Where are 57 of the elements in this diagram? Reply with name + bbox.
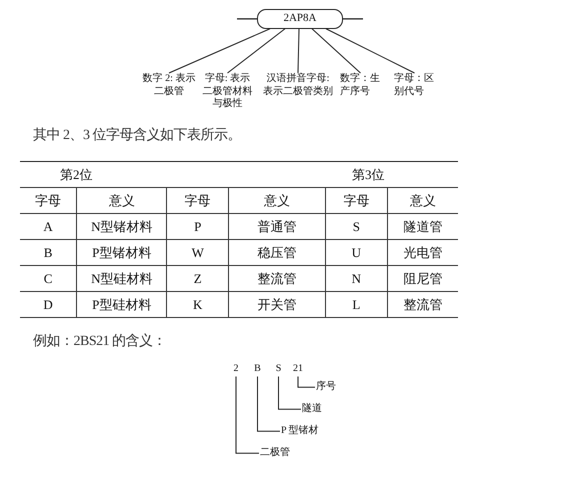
table-cell: 隧道管 bbox=[387, 214, 458, 240]
table-cell: N型锗材料 bbox=[76, 214, 167, 240]
table-cell: L bbox=[326, 292, 388, 318]
table-cell: U bbox=[326, 240, 388, 266]
annotation-text: 2 bbox=[232, 363, 240, 376]
leader-line bbox=[236, 376, 260, 454]
table-cell: 光电管 bbox=[387, 240, 458, 266]
table-cell: P型硅材料 bbox=[76, 292, 167, 318]
leader-line bbox=[257, 376, 280, 432]
table-header-cell: 意义 bbox=[387, 188, 458, 214]
table-header-cell: 字母 bbox=[20, 188, 77, 214]
leader-line bbox=[227, 28, 286, 74]
table-cell: D bbox=[20, 292, 77, 318]
leader-line bbox=[168, 28, 270, 74]
table-cell: 普通管 bbox=[228, 214, 326, 240]
table-cell: S bbox=[326, 214, 388, 240]
leader-line bbox=[298, 376, 316, 388]
table-cell: P型锗材料 bbox=[76, 240, 167, 266]
table-cell: K bbox=[166, 292, 228, 318]
annotation-text: 数字：生产序号 bbox=[340, 73, 381, 98]
annotation-text: B bbox=[253, 363, 262, 376]
table-cell: 开关管 bbox=[228, 292, 326, 318]
table-cell: A bbox=[20, 214, 77, 240]
leader-line bbox=[278, 376, 302, 410]
table-header-cell: 字母 bbox=[166, 188, 228, 214]
table-header-cell: 第2位 bbox=[20, 162, 167, 188]
annotation-text: 数字 2: 表示二极管 bbox=[140, 73, 198, 98]
annotation-text: 21 bbox=[292, 363, 304, 376]
annotation-text: S bbox=[274, 363, 283, 376]
table-header-cell: 第3位 bbox=[166, 162, 458, 188]
table-header-cell: 字母 bbox=[326, 188, 388, 214]
annotation-text: 字母：区别代号 bbox=[394, 73, 435, 98]
annotation-text: P 型锗材 bbox=[281, 425, 331, 438]
table-cell: C bbox=[20, 266, 77, 292]
table-cell: N型硅材料 bbox=[76, 266, 167, 292]
table-cell: B bbox=[20, 240, 77, 266]
table-header-cell: 意义 bbox=[76, 188, 167, 214]
example-text: 例如：2BS21 的含义： bbox=[33, 332, 166, 350]
table-header-cell: 意义 bbox=[228, 188, 326, 214]
leader-line bbox=[312, 28, 361, 74]
table-cell: W bbox=[166, 240, 228, 266]
part-number-box: 2AP8A bbox=[257, 9, 343, 29]
table-cell: N bbox=[326, 266, 388, 292]
description-text: 其中 2、3 位字母含义如下表所示。 bbox=[33, 126, 241, 144]
leader-line bbox=[298, 28, 300, 74]
annotation-text: 二极管 bbox=[260, 447, 300, 460]
table-cell: Z bbox=[166, 266, 228, 292]
table-cell: 阻尼管 bbox=[387, 266, 458, 292]
table-cell: 整流管 bbox=[387, 292, 458, 318]
annotation-text: 汉语拼音字母:表示二极管类别 bbox=[262, 73, 334, 98]
annotation-text: 隧道 bbox=[302, 403, 332, 416]
leader-line bbox=[326, 28, 415, 74]
annotation-text: 序号 bbox=[316, 381, 346, 394]
annotation-text: 字母: 表示二极管材料与极性 bbox=[201, 73, 254, 110]
table-cell: 整流管 bbox=[228, 266, 326, 292]
table-cell: 稳压管 bbox=[228, 240, 326, 266]
table-cell: P bbox=[166, 214, 228, 240]
